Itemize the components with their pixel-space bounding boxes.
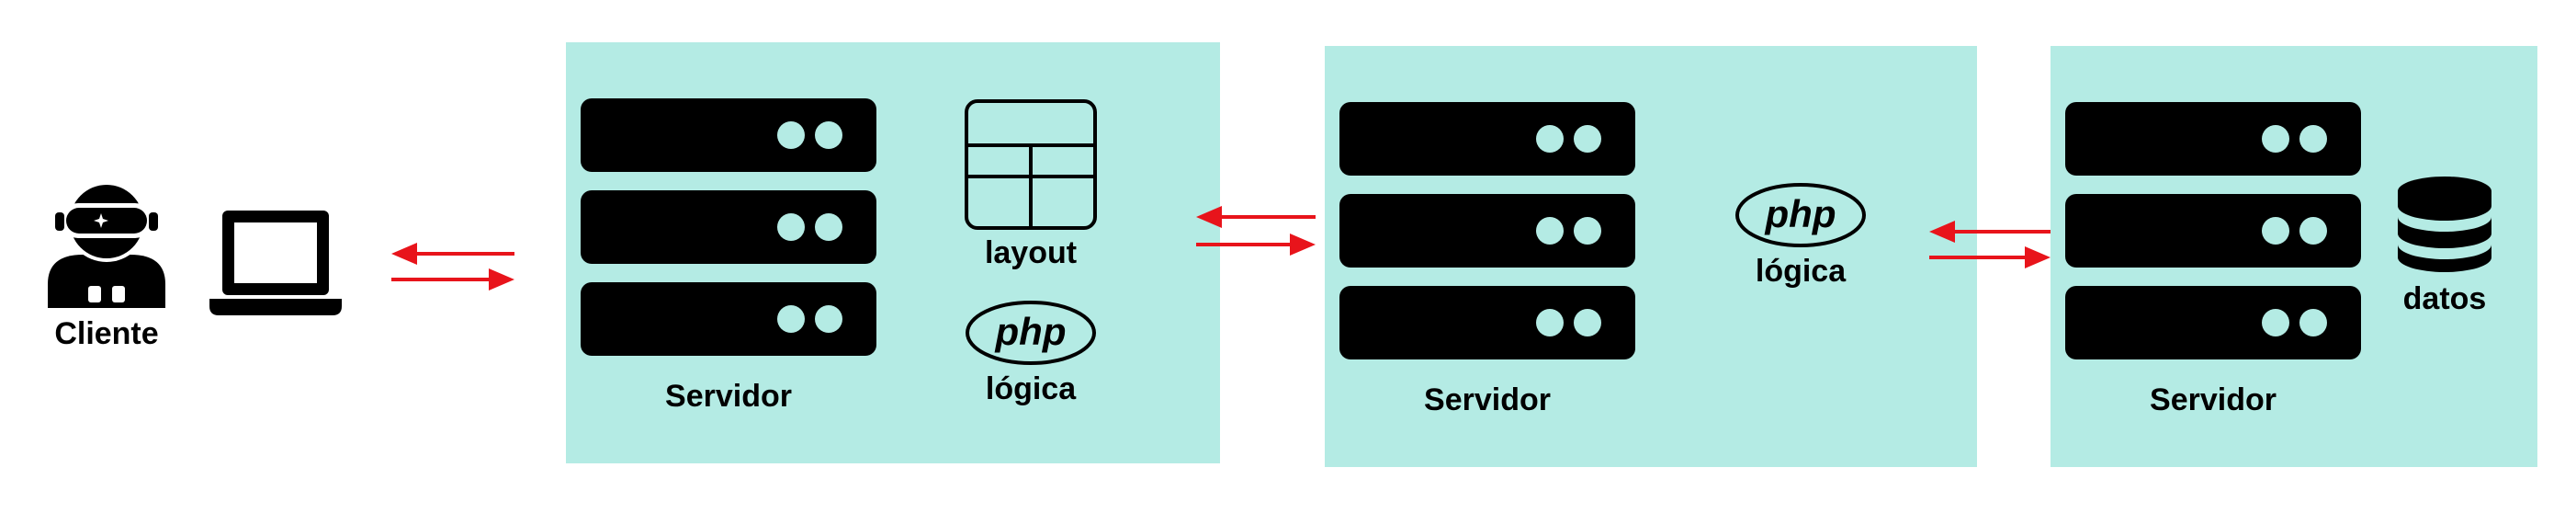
client-label: Cliente	[54, 316, 159, 351]
user-icon	[44, 179, 169, 308]
server-label: Servidor	[665, 379, 792, 414]
response-arrow-icon	[1929, 221, 2051, 243]
database-icon	[2396, 177, 2493, 272]
php-logo-text: php	[995, 310, 1067, 353]
logic-label: lógica	[985, 371, 1077, 406]
layout-label: layout	[984, 235, 1078, 270]
php-logo-icon: php	[965, 300, 1097, 366]
layout-icon	[965, 99, 1097, 230]
request-arrow-icon	[1196, 234, 1316, 256]
server-rack-icon	[581, 98, 876, 356]
response-arrow-icon	[1196, 206, 1316, 228]
laptop-icon	[209, 211, 342, 315]
server-rack-icon	[2065, 102, 2361, 359]
server-label: Servidor	[2150, 382, 2277, 417]
server-label: Servidor	[1424, 382, 1551, 417]
request-arrow-icon	[1929, 246, 2051, 268]
request-arrow-icon	[391, 268, 514, 291]
server-rack-icon	[1339, 102, 1635, 359]
php-logo-text: php	[1765, 192, 1836, 235]
logic-label: lógica	[1755, 254, 1847, 289]
php-logo-icon: php	[1734, 182, 1867, 248]
data-label: datos	[2402, 281, 2487, 316]
response-arrow-icon	[391, 243, 514, 265]
